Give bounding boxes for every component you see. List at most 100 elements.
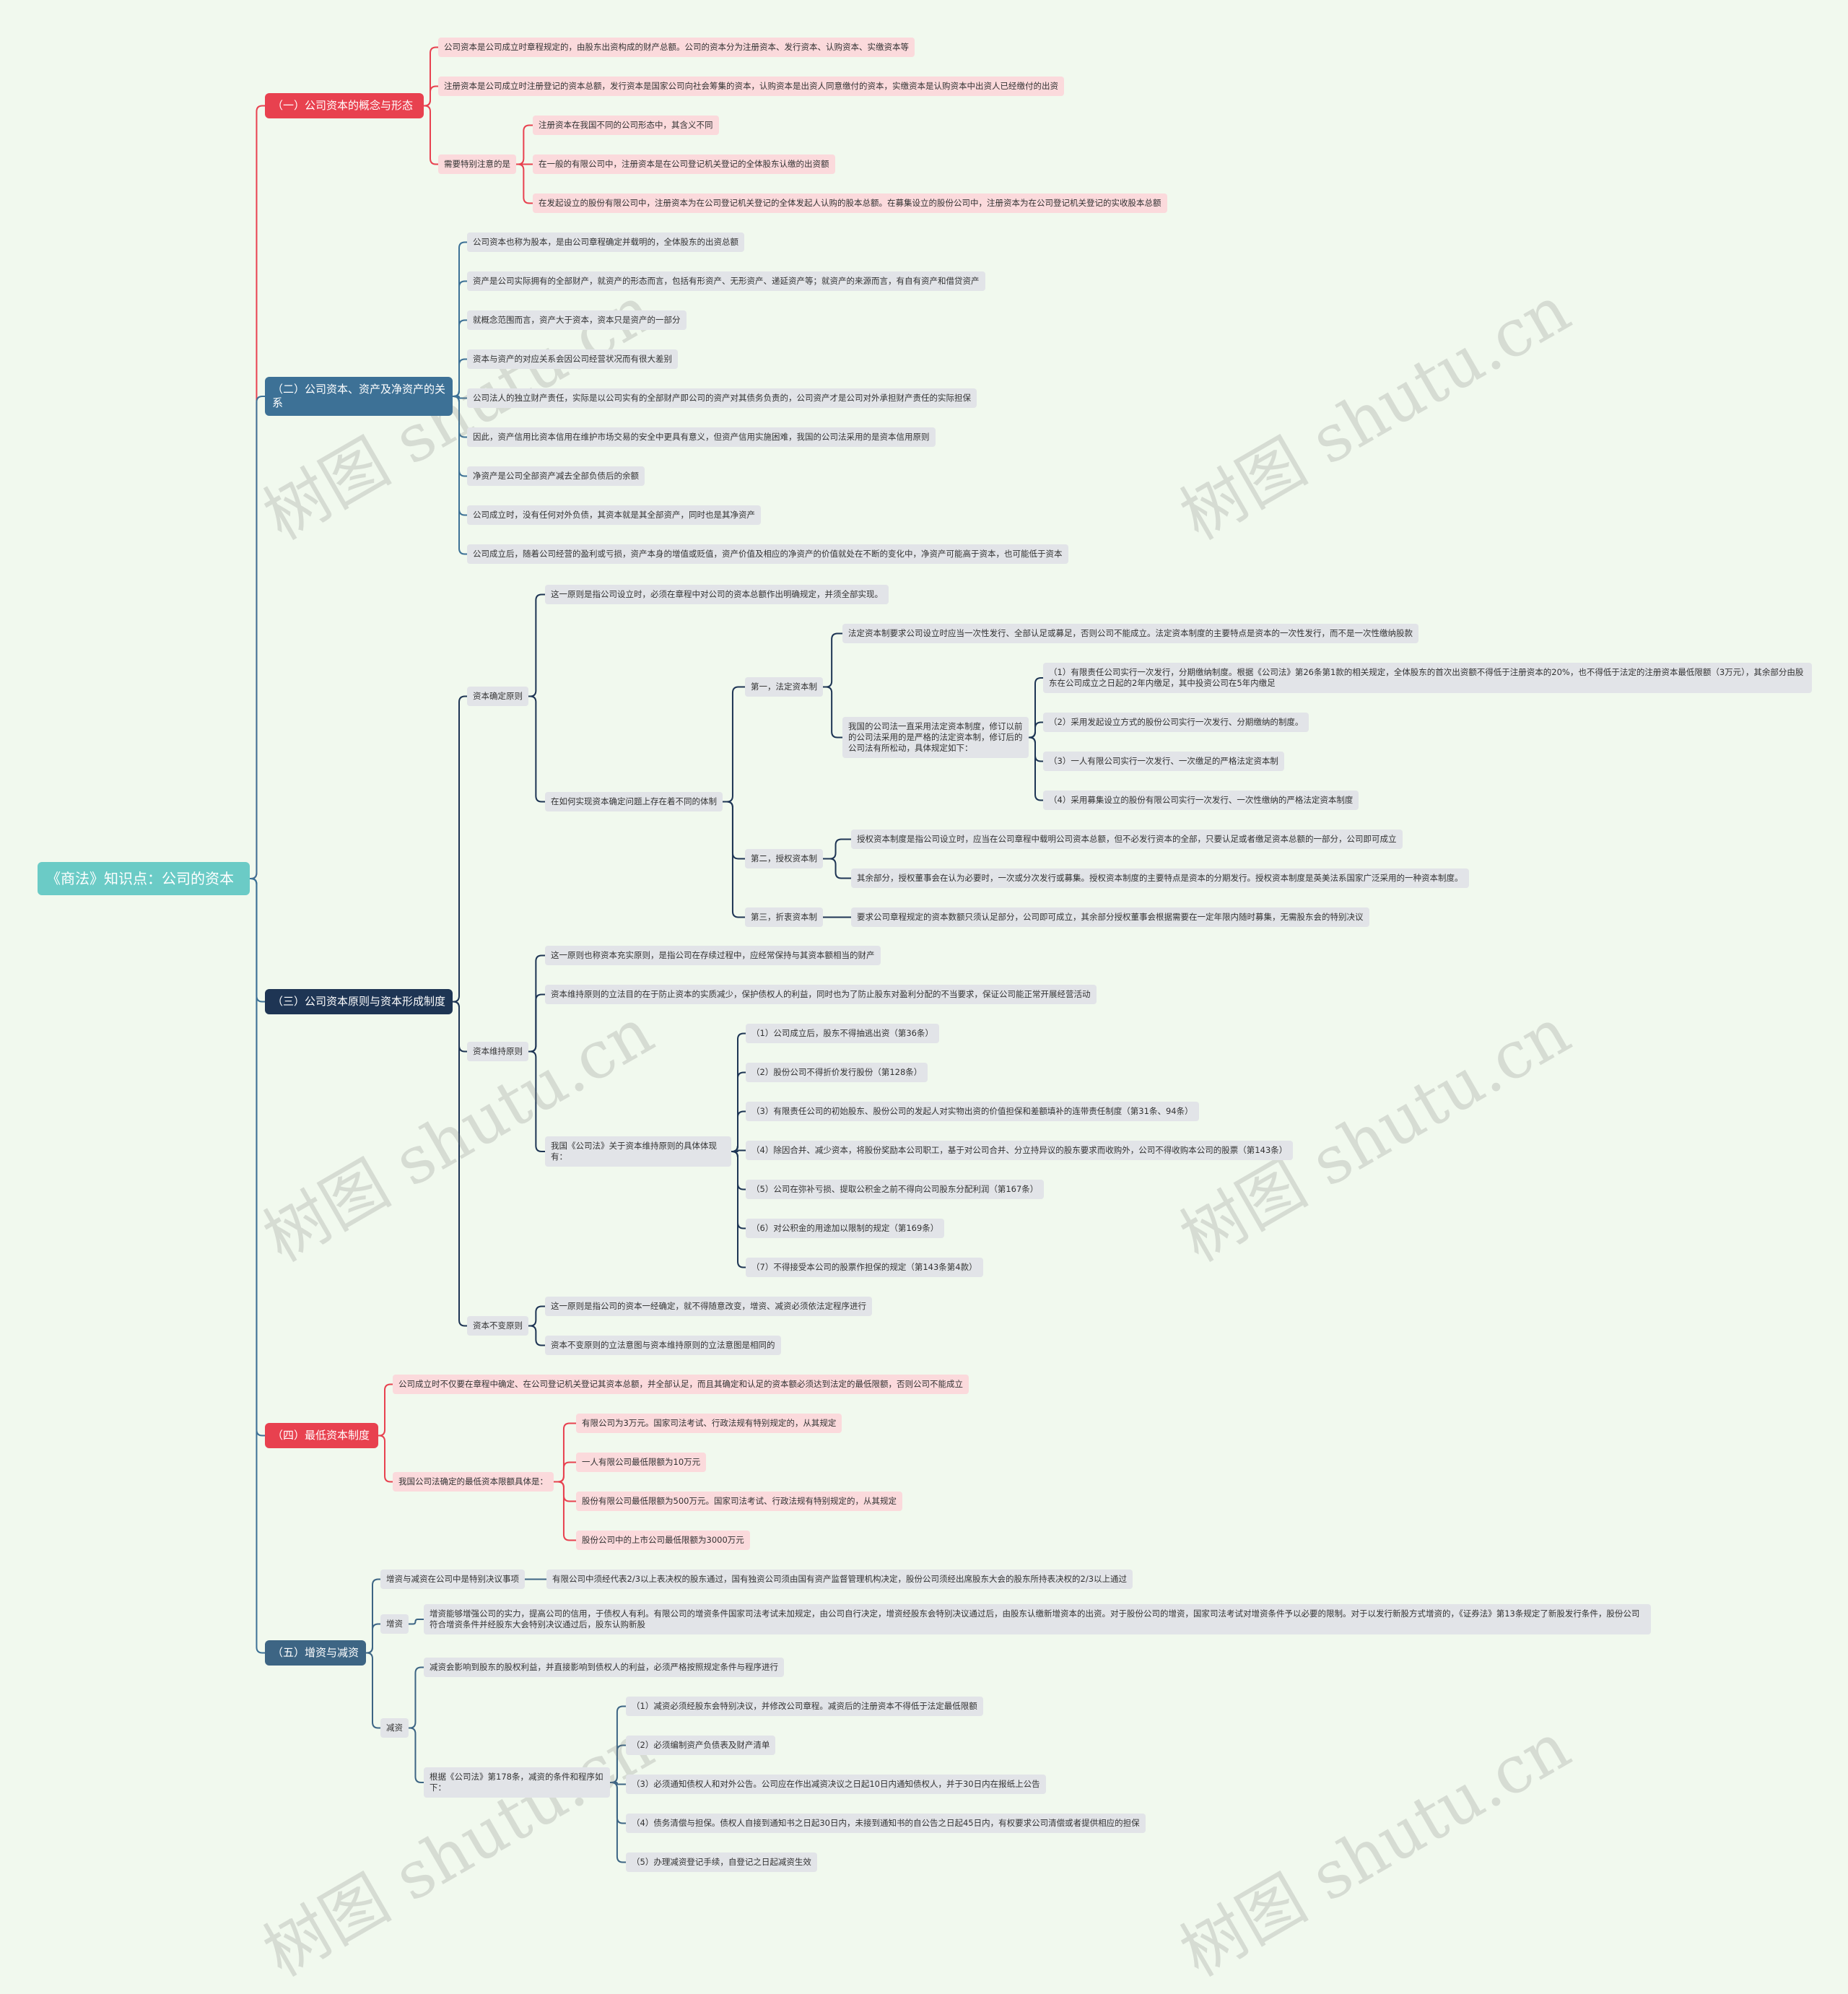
node-compromise-capital[interactable]: 第三，折衷资本制 bbox=[745, 907, 823, 927]
node-increase-detail[interactable]: 增资能够增强公司的实力，提高公司的信用，于债权人有利。有限公司的增资条件国家司法… bbox=[424, 1604, 1651, 1634]
connector-line bbox=[250, 105, 265, 879]
node-capital-reduction[interactable]: 减资 bbox=[380, 1718, 409, 1738]
connector-line bbox=[528, 593, 545, 697]
node-reduction-procedure[interactable]: 根据《公司法》第178条，减资的条件和程序如下： bbox=[424, 1767, 610, 1798]
node-special-resolution[interactable]: 增资与减资在公司中是特别决议事项 bbox=[380, 1569, 525, 1589]
node-minimum-amounts[interactable]: 我国公司法确定的最低资本限额具体是： bbox=[393, 1472, 554, 1492]
connector-line bbox=[554, 1481, 576, 1502]
connector-line bbox=[610, 1705, 626, 1783]
connector-line bbox=[554, 1481, 576, 1541]
connector-line bbox=[554, 1461, 576, 1483]
node-authorized-def[interactable]: 授权资本制度是指公司设立时，应当在公司章程中载明公司资本总额，但不必发行资本的全… bbox=[851, 830, 1403, 849]
list-item[interactable]: （5）公司在弥补亏损、提取公积金之前不得向公司股东分配利润（第167条） bbox=[746, 1180, 1045, 1199]
list-item[interactable]: （5）办理减资登记手续，自登记之日起减资生效 bbox=[626, 1852, 817, 1872]
connector-line bbox=[528, 1050, 545, 1152]
connector-line bbox=[823, 632, 842, 688]
topic-minimum-capital[interactable]: （四）最低资本制度 bbox=[265, 1423, 378, 1448]
connector-line bbox=[516, 163, 533, 204]
node-capital-definition[interactable]: 公司资本是公司成立时章程规定的，由股东出资构成的财产总额。公司的资本分为注册资本… bbox=[438, 38, 915, 57]
list-item[interactable]: （2）股份公司不得折价发行股份（第128条） bbox=[746, 1063, 928, 1082]
list-item[interactable]: （4）除因合并、减少资本，将股份奖励本公司职工，基于对公司合并、分立持异议的股东… bbox=[746, 1141, 1294, 1160]
topic-capital-principles[interactable]: （三）公司资本原则与资本形成制度 bbox=[265, 989, 453, 1014]
connector-line bbox=[366, 1652, 380, 1729]
connector-line bbox=[378, 1383, 393, 1437]
topic-capital-assets[interactable]: （二）公司资本、资产及净资产的关系 bbox=[265, 377, 453, 416]
connector-line bbox=[731, 1149, 746, 1152]
node-capital-increase[interactable]: 增资 bbox=[380, 1614, 409, 1634]
node-statutory-capital[interactable]: 第一，法定资本制 bbox=[745, 677, 823, 697]
topic-capital-concept[interactable]: （一）公司资本的概念与形态 bbox=[265, 93, 424, 118]
node-constancy-def[interactable]: 这一原则是指公司的资本一经确定，就不得随意改变，增资、减资必须依法定程序进行 bbox=[545, 1297, 872, 1316]
list-item[interactable]: 公司法人的独立财产责任，实际是以公司实有的全部财产即公司的资产对其债务负责的，公… bbox=[467, 388, 977, 408]
node-capital-constancy[interactable]: 资本不变原则 bbox=[467, 1316, 528, 1336]
connector-line bbox=[528, 1305, 545, 1327]
node-determination-systems[interactable]: 在如何实现资本确定问题上存在着不同的体制 bbox=[545, 792, 723, 811]
connector-line bbox=[723, 801, 745, 860]
node-determination-def[interactable]: 这一原则是指公司设立时，必须在章程中对公司的资本总额作出明确规定，并须全部实现。 bbox=[545, 585, 889, 604]
list-item[interactable]: 净资产是公司全部资产减去全部负债后的余额 bbox=[467, 466, 645, 486]
list-item[interactable]: （3）有限责任公司的初始股东、股份公司的发起人对实物出资的价值担保和差额填补的连… bbox=[746, 1102, 1199, 1121]
connector-line bbox=[378, 1434, 393, 1483]
node-authorized-rest[interactable]: 其余部分，授权董事会在认为必要时，一次或分次发行或募集。授权资本制度的主要特点是… bbox=[851, 868, 1469, 888]
connector-line bbox=[731, 1110, 746, 1152]
list-item[interactable]: （2）必须编制资产负债表及财产清单 bbox=[626, 1736, 776, 1755]
node-statutory-rule-3[interactable]: （3）一人有限公司实行一次发行、一次缴足的严格法定资本制 bbox=[1043, 752, 1284, 771]
root-topic[interactable]: 《商法》知识点：公司的资本 bbox=[38, 862, 250, 895]
list-item[interactable]: 公司成立时，没有任何对外负债，其资本就是其全部资产，同时也是其净资产 bbox=[467, 505, 761, 525]
connector-line bbox=[528, 1325, 545, 1346]
node-note-meaning[interactable]: 注册资本在我国不同的公司形态中，其含义不同 bbox=[533, 116, 719, 135]
node-special-note[interactable]: 需要特别注意的是 bbox=[438, 154, 516, 174]
node-constancy-intent[interactable]: 资本不变原则的立法意图与资本维持原则的立法意图是相同的 bbox=[545, 1336, 781, 1355]
node-maintenance-def[interactable]: 这一原则也称资本充实原则，是指公司在存续过程中，应经常保持与其资本额相当的财产 bbox=[545, 946, 881, 965]
node-minimum-def[interactable]: 公司成立时不仅要在章程中确定、在公司登记机关登记其资本总额，并全部认足，而且其确… bbox=[393, 1375, 969, 1394]
mindmap-canvas: 树图 shutu.cn 树图 shutu.cn 树图 shutu.cn 树图 s… bbox=[38, 38, 1812, 1991]
list-item[interactable]: 股份公司中的上市公司最低限额为3000万元 bbox=[576, 1531, 750, 1550]
connector-line bbox=[453, 396, 467, 399]
list-item[interactable]: （1）公司成立后，股东不得抽逃出资（第36条） bbox=[746, 1024, 939, 1043]
connector-line bbox=[823, 686, 842, 739]
list-item[interactable]: 公司资本也称为股本，是由公司章程确定并载明的，全体股东的出资总额 bbox=[467, 232, 744, 252]
node-compromise-def[interactable]: 要求公司章程规定的资本数额只须认足部分，公司即可成立，其余部分授权董事会根据需要… bbox=[851, 907, 1369, 927]
node-statutory-rule-1[interactable]: （1）有限责任公司实行一次发行，分期缴纳制度。根据《公司法》第26条第1款的相关… bbox=[1043, 663, 1812, 693]
node-reduction-impact[interactable]: 减资会影响到股东的股权利益，并直接影响到债权人的利益，必须严格按照规定条件与程序… bbox=[424, 1658, 784, 1677]
topic-capital-change[interactable]: （五）增资与减资 bbox=[265, 1640, 366, 1666]
connector-line bbox=[723, 686, 745, 803]
connector-line bbox=[1029, 736, 1043, 801]
node-authorized-capital[interactable]: 第二，授权资本制 bbox=[745, 849, 823, 868]
list-item[interactable]: 有限公司为3万元。国家司法考试、行政法规有特别规定的，从其规定 bbox=[576, 1414, 842, 1433]
connector-line bbox=[409, 1619, 424, 1625]
list-item[interactable]: （4）债务清偿与担保。债权人自接到通知书之日起30日内，未接到通知书的自公告之日… bbox=[626, 1814, 1146, 1833]
node-statutory-china[interactable]: 我国的公司法一直采用法定资本制度，修订以前的公司法采用的是严格的法定资本制，修订… bbox=[842, 717, 1029, 758]
node-maintenance-rules[interactable]: 我国《公司法》关于资本维持原则的具体体现有： bbox=[545, 1136, 731, 1167]
node-resolution-rule[interactable]: 有限公司中须经代表2/3以上表决权的股东通过，国有独资公司须由国有资产监督管理机… bbox=[546, 1569, 1133, 1589]
node-statutory-rule-4[interactable]: （4）采用募集设立的股份有限公司实行一次发行、一次性缴纳的严格法定资本制度 bbox=[1043, 791, 1359, 810]
list-item[interactable]: 资本与资产的对应关系会因公司经营状况而有很大差别 bbox=[467, 349, 678, 369]
node-note-llc[interactable]: 在一般的有限公司中，注册资本是在公司登记机关登记的全体股东认缴的出资额 bbox=[533, 154, 835, 174]
connector-line bbox=[610, 1782, 626, 1824]
connector-line bbox=[823, 838, 851, 860]
list-item[interactable]: （6）对公积金的用途加以限制的规定（第169条） bbox=[746, 1219, 945, 1238]
node-note-jsc[interactable]: 在发起设立的股份有限公司中，注册资本为在公司登记机关登记的全体发起人认购的股本总… bbox=[533, 193, 1167, 213]
node-statutory-def[interactable]: 法定资本制要求公司设立时应当一次性发行、全部认足或募足，否则公司不能成立。法定资… bbox=[842, 624, 1418, 643]
node-capital-determination[interactable]: 资本确定原则 bbox=[467, 687, 528, 706]
list-item[interactable]: 公司成立后，随着公司经营的盈利或亏损，资产本身的增值或贬值，资产价值及相应的净资… bbox=[467, 544, 1068, 564]
connector-line bbox=[250, 396, 265, 879]
list-item[interactable]: 因此，资产信用比资本信用在维护市场交易的安全中更具有意义，但资产信用实施困难，我… bbox=[467, 427, 936, 447]
connector-line bbox=[453, 396, 467, 555]
list-item[interactable]: （7）不得接受本公司的股票作担保的规定（第143条第4款） bbox=[746, 1258, 983, 1277]
node-registered-capital[interactable]: 注册资本是公司成立时注册登记的资本总额，发行资本是国家公司向社会筹集的资本，认购… bbox=[438, 77, 1064, 96]
connector-line bbox=[250, 878, 265, 1437]
list-item[interactable]: 一人有限公司最低限额为10万元 bbox=[576, 1453, 707, 1472]
connector-line bbox=[453, 1001, 467, 1327]
node-capital-maintenance[interactable]: 资本维持原则 bbox=[467, 1042, 528, 1061]
connector-line bbox=[250, 878, 265, 1003]
node-statutory-rule-2[interactable]: （2）采用发起设立方式的股份公司实行一次发行、分期缴纳的制度。 bbox=[1043, 713, 1309, 732]
list-item[interactable]: 股份有限公司最低限额为500万元。国家司法考试、行政法规有特别规定的，从其规定 bbox=[576, 1492, 902, 1511]
connector-line bbox=[610, 1782, 626, 1863]
connector-line bbox=[554, 1422, 576, 1483]
list-item[interactable]: 就概念范围而言，资产大于资本，资本只是资产的一部分 bbox=[467, 310, 687, 330]
list-item[interactable]: （1）减资必须经股东会特别决议，并修改公司章程。减资后的注册资本不得低于法定最低… bbox=[626, 1697, 983, 1716]
list-item[interactable]: 资产是公司实际拥有的全部财产，就资产的形态而言，包括有形资产、无形资产、递延资产… bbox=[467, 271, 985, 291]
node-maintenance-purpose[interactable]: 资本维持原则的立法目的在于防止资本的实质减少，保护债权人的利益，同时也为了防止股… bbox=[545, 985, 1097, 1004]
list-item[interactable]: （3）必须通知债权人和对外公告。公司应在作出减资决议之日起10日内通知债权人，并… bbox=[626, 1775, 1046, 1794]
